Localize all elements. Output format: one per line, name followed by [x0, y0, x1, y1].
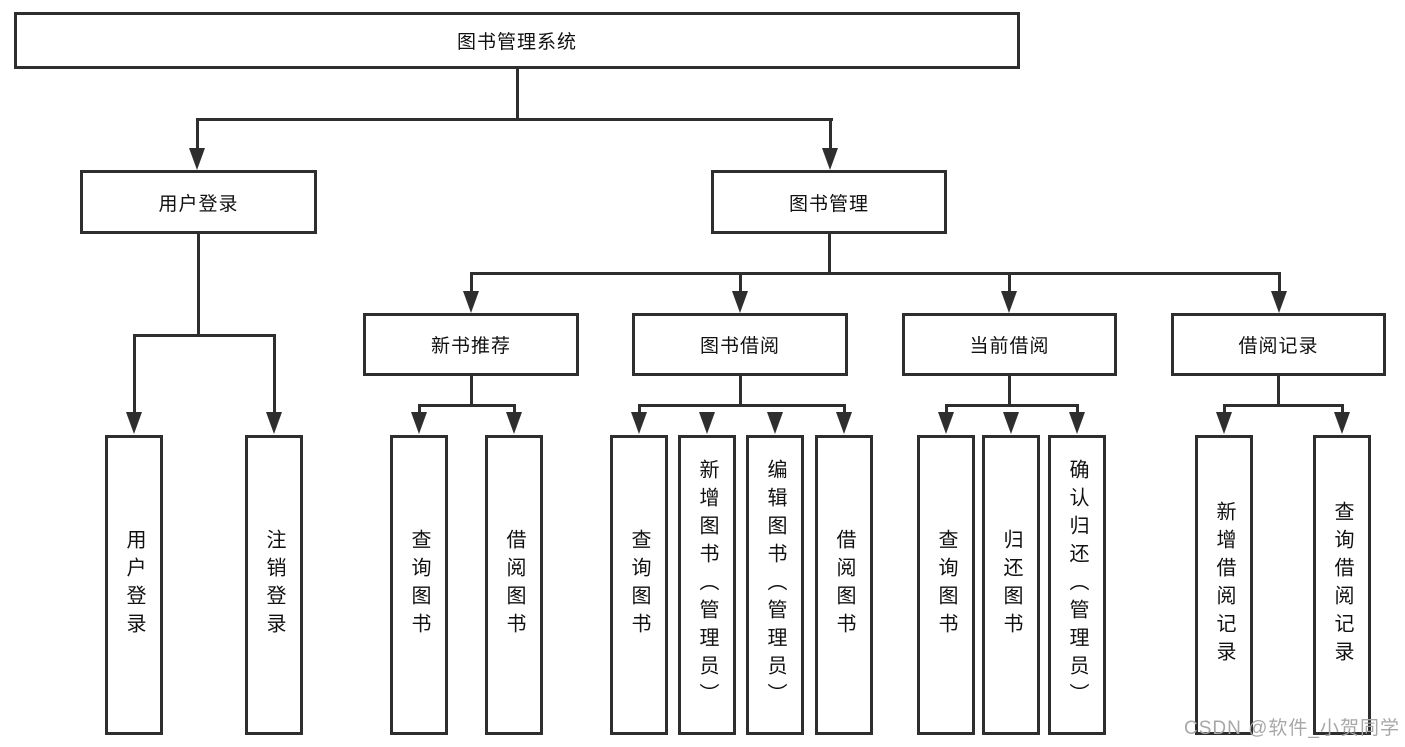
node-book-borrow-label: 图书借阅: [699, 336, 780, 357]
leaf-g3-query-book-label: 查询图书: [935, 529, 957, 641]
connector-g3-hook-2: [1076, 404, 1079, 414]
connector-g3-stem: [1008, 376, 1011, 407]
connector-drop-login-leaf-2: [273, 334, 276, 413]
leaf-g2-query-book-label: 查询图书: [628, 529, 650, 641]
leaf-user-login-label: 用户登录: [123, 529, 145, 641]
arrow-down-icon: [411, 412, 427, 434]
node-user-login: 用户登录: [80, 170, 317, 234]
connector-drop-group-1: [470, 272, 473, 294]
leaf-g3-return-book: 归还图书: [982, 435, 1040, 735]
node-book-management: 图书管理: [711, 170, 947, 234]
connector-g4-hook-2: [1341, 404, 1344, 414]
connector-g3-hook-1: [945, 404, 948, 414]
leaf-g4-query-record: 查询借阅记录: [1313, 435, 1371, 735]
arrow-down-icon: [732, 291, 748, 313]
leaf-g4-add-record-label: 新增借阅记录: [1213, 501, 1235, 669]
connector-g4-stem: [1277, 376, 1280, 407]
arrow-down-icon: [699, 412, 715, 434]
leaf-g3-query-book: 查询图书: [917, 435, 975, 735]
arrow-down-icon: [266, 412, 282, 434]
connector-g4-hook-1: [1223, 404, 1226, 414]
connector-g3-bar: [945, 404, 1079, 407]
leaf-g2-query-book: 查询图书: [610, 435, 668, 735]
arrow-down-icon: [822, 148, 838, 170]
arrow-down-icon: [631, 412, 647, 434]
leaf-g1-query-book: 查询图书: [390, 435, 448, 735]
leaf-g2-add-book-admin-label: 新增图书（管理员）: [696, 459, 718, 711]
arrow-down-icon: [126, 412, 142, 434]
node-borrow-record-label: 借阅记录: [1238, 336, 1319, 357]
leaf-g2-edit-book-admin-label: 编辑图书（管理员）: [764, 459, 786, 711]
node-user-login-label: 用户登录: [158, 193, 239, 215]
leaf-user-login: 用户登录: [105, 435, 163, 735]
connector-g4-bar: [1223, 404, 1344, 407]
arrow-down-icon: [1069, 412, 1085, 434]
connector-g2-bar: [638, 404, 846, 407]
node-current-borrow: 当前借阅: [902, 313, 1117, 376]
connector-g1-hook-1: [418, 404, 421, 414]
node-current-borrow-label: 当前借阅: [969, 336, 1050, 357]
arrow-down-icon: [1003, 412, 1019, 434]
connector-drop-group-3: [1008, 272, 1011, 294]
connector-g1-bar: [418, 404, 516, 407]
leaf-g4-add-record: 新增借阅记录: [1195, 435, 1253, 735]
leaf-g4-query-record-label: 查询借阅记录: [1331, 501, 1353, 669]
arrow-down-icon: [189, 148, 205, 170]
node-new-book-recommend: 新书推荐: [363, 313, 579, 376]
arrow-down-icon: [836, 412, 852, 434]
connector-drop-group-2: [739, 272, 742, 294]
connector-drop-login: [196, 118, 199, 152]
watermark: CSDN @软件_小贺同学: [1184, 718, 1400, 739]
node-borrow-record: 借阅记录: [1171, 313, 1386, 376]
leaf-g3-return-book-label: 归还图书: [1000, 529, 1022, 641]
connector-g1-hook-2: [513, 404, 516, 414]
arrow-down-icon: [938, 412, 954, 434]
node-root-label: 图书管理系统: [456, 32, 577, 53]
leaf-g1-borrow-book: 借阅图书: [485, 435, 543, 735]
leaf-g2-add-book-admin: 新增图书（管理员）: [678, 435, 736, 735]
connector-manage-bar: [470, 272, 1281, 275]
leaf-g1-query-book-label: 查询图书: [408, 529, 430, 641]
arrow-down-icon: [767, 412, 783, 434]
arrow-down-icon: [1271, 291, 1287, 313]
arrow-down-icon: [506, 412, 522, 434]
connector-root-bar: [196, 118, 833, 121]
connector-manage-stem: [828, 234, 831, 275]
arrow-down-icon: [463, 291, 479, 313]
connector-drop-group-4: [1278, 272, 1281, 294]
connector-drop-login-leaf-1: [133, 334, 136, 413]
arrow-down-icon: [1001, 291, 1017, 313]
leaf-logout-label: 注销登录: [263, 529, 285, 641]
node-book-borrow: 图书借阅: [632, 313, 848, 376]
node-book-management-label: 图书管理: [788, 193, 869, 215]
leaf-g2-edit-book-admin: 编辑图书（管理员）: [746, 435, 804, 735]
connector-login-bar: [133, 334, 276, 337]
leaf-logout: 注销登录: [245, 435, 303, 735]
connector-g2-stem: [739, 376, 742, 407]
leaf-g2-borrow-book: 借阅图书: [815, 435, 873, 735]
connector-login-stem: [197, 234, 200, 336]
connector-g2-hook-2: [843, 404, 846, 414]
leaf-g3-confirm-return-admin-label: 确认归还（管理员）: [1066, 459, 1088, 711]
connector-g1-stem: [470, 376, 473, 407]
connector-g2-hook-1: [638, 404, 641, 414]
leaf-g1-borrow-book-label: 借阅图书: [503, 529, 525, 641]
arrow-down-icon: [1216, 412, 1232, 434]
connector-root-stem: [516, 69, 519, 119]
arrow-down-icon: [1334, 412, 1350, 434]
leaf-g2-borrow-book-label: 借阅图书: [833, 529, 855, 641]
node-new-book-recommend-label: 新书推荐: [430, 336, 511, 357]
connector-drop-manage: [829, 118, 832, 152]
node-root: 图书管理系统: [14, 12, 1020, 69]
leaf-g3-confirm-return-admin: 确认归还（管理员）: [1048, 435, 1106, 735]
